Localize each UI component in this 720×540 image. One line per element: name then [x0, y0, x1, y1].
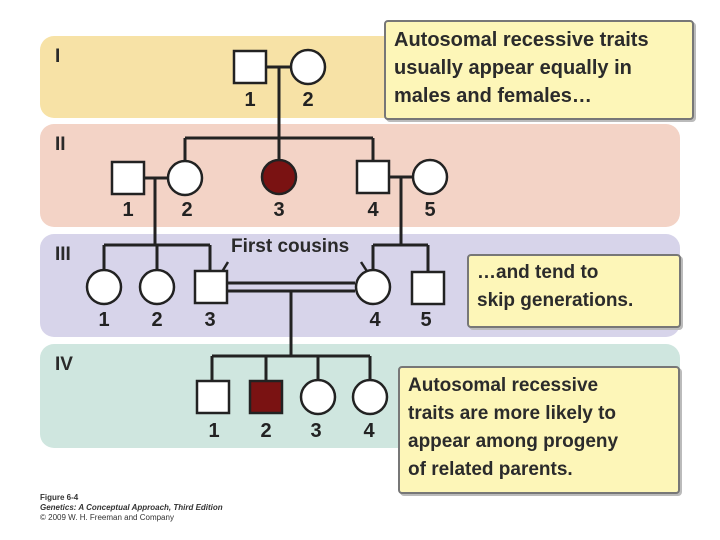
caption-figure-number: Figure 6-4 [40, 493, 79, 502]
individual-ii-3 [260, 158, 298, 196]
note-2-line-2: skip generations. [477, 290, 634, 311]
number-iii-1: 1 [98, 309, 109, 331]
generation-label-4: IV [55, 354, 73, 375]
individual-iii-4 [354, 268, 392, 306]
pedigree-symbols [85, 48, 449, 416]
number-ii-2: 2 [181, 199, 192, 221]
first-cousins-arrows [212, 261, 376, 284]
note-skip-generations: …and tend to skip generations. [467, 254, 681, 328]
number-iv-1: 1 [208, 420, 219, 442]
note-3-line-1: Autosomal recessive [408, 375, 599, 396]
generation-label-2: II [55, 134, 66, 155]
individual-numbers: 1 2 1 2 3 4 5 1 2 3 4 5 1 2 3 4 [98, 89, 435, 442]
note-related-parents: Autosomal recessive traits are more like… [398, 366, 680, 494]
individual-iv-2 [248, 379, 284, 415]
individual-iv-1 [195, 379, 231, 415]
individual-iii-5 [410, 270, 446, 306]
number-ii-3: 3 [273, 199, 284, 221]
note-2-line-1: …and tend to [477, 262, 599, 283]
figure-caption: Figure 6-4 Genetics: A Conceptual Approa… [40, 493, 223, 523]
individual-iv-3 [299, 378, 337, 416]
note-3-line-4: of related parents. [408, 459, 573, 480]
note-equal-sexes: Autosomal recessive traits usually appea… [384, 20, 694, 120]
note-1-line-3: males and females… [394, 85, 592, 107]
generation-label-1: I [55, 46, 61, 67]
number-ii-1: 1 [122, 199, 133, 221]
individual-ii-4 [355, 159, 391, 195]
number-iii-3: 3 [204, 309, 215, 331]
individual-iii-1 [85, 268, 123, 306]
note-1-line-2: usually appear equally in [394, 57, 632, 79]
number-ii-5: 5 [424, 199, 435, 221]
note-1-line-1: Autosomal recessive traits [394, 29, 649, 51]
individual-iii-2 [138, 268, 176, 306]
note-3-line-3: appear among progeny [408, 431, 619, 452]
caption-book-title: Genetics: A Conceptual Approach, Third E… [40, 503, 223, 512]
individual-iii-3 [193, 269, 229, 305]
number-i-2: 2 [302, 89, 313, 111]
individual-iv-4 [351, 378, 389, 416]
number-iii-4: 4 [369, 309, 381, 331]
pedigree-lines [102, 65, 430, 380]
number-iii-5: 5 [420, 309, 431, 331]
individual-ii-2 [166, 159, 204, 197]
first-cousins-label: First cousins [231, 236, 350, 257]
number-i-1: 1 [244, 89, 255, 111]
individual-i-1 [232, 49, 268, 85]
generation-label-3: III [55, 244, 71, 265]
number-iv-3: 3 [310, 420, 321, 442]
individual-i-2 [289, 48, 327, 86]
number-ii-4: 4 [367, 199, 379, 221]
number-iv-2: 2 [260, 420, 271, 442]
individual-ii-1 [110, 160, 146, 196]
individual-ii-5 [411, 158, 449, 196]
number-iv-4: 4 [363, 420, 375, 442]
number-iii-2: 2 [151, 309, 162, 331]
note-3-line-2: traits are more likely to [408, 403, 617, 424]
caption-copyright: © 2009 W. H. Freeman and Company [40, 513, 174, 522]
